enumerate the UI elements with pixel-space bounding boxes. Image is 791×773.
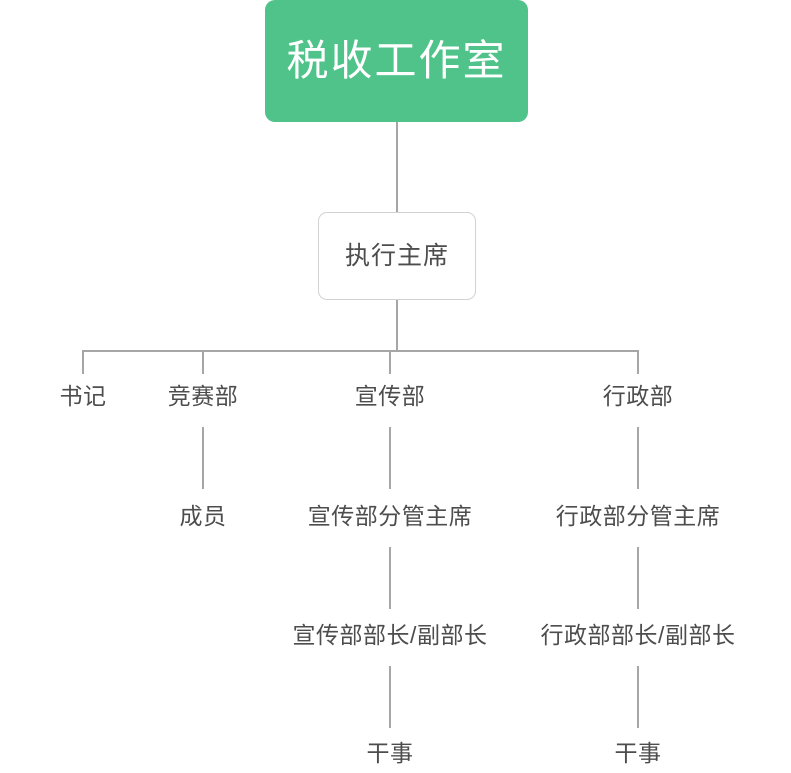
- node-publicity-director[interactable]: 宣传部部长/副部长: [293, 618, 488, 652]
- connector-competition-to-member: [202, 427, 204, 489]
- node-admin-supervising-chair[interactable]: 行政部分管主席: [556, 499, 721, 533]
- node-root-label: 税收工作室: [286, 37, 507, 84]
- node-publicity-staff-label: 干事: [366, 740, 414, 766]
- node-admin-dept-label: 行政部: [602, 383, 674, 409]
- node-publicity-dept-label: 宣传部: [354, 383, 426, 409]
- connector-level3-bus: [83, 350, 639, 352]
- node-admin-supervising-chair-label: 行政部分管主席: [555, 503, 721, 529]
- node-root-tax-studio[interactable]: 税收工作室: [265, 0, 528, 122]
- node-competition-dept[interactable]: 竞赛部: [168, 379, 239, 413]
- connector-publicity-chair-to-director: [389, 547, 391, 609]
- node-secretary[interactable]: 书记: [60, 379, 107, 413]
- node-admin-director-label: 行政部部长/副部长: [540, 622, 736, 648]
- node-admin-director[interactable]: 行政部部长/副部长: [541, 618, 736, 652]
- connector-bus-to-publicity-dept: [389, 350, 391, 374]
- connector-publicity-director-to-staff: [389, 666, 391, 728]
- connector-root-to-executive-chair: [396, 122, 398, 212]
- node-secretary-label: 书记: [59, 383, 107, 409]
- node-member[interactable]: 成员: [180, 499, 227, 533]
- node-publicity-supervising-chair-label: 宣传部分管主席: [307, 503, 473, 529]
- connector-publicity-to-supervising-chair: [389, 427, 391, 489]
- node-admin-staff-label: 干事: [614, 740, 662, 766]
- node-admin-staff[interactable]: 干事: [615, 736, 662, 770]
- node-member-label: 成员: [179, 503, 227, 529]
- node-executive-chair-label: 执行主席: [344, 241, 449, 270]
- connector-bus-to-admin-dept: [637, 350, 639, 374]
- node-publicity-dept[interactable]: 宣传部: [355, 379, 426, 413]
- node-publicity-staff[interactable]: 干事: [367, 736, 414, 770]
- node-competition-dept-label: 竞赛部: [167, 383, 239, 409]
- node-publicity-supervising-chair[interactable]: 宣传部分管主席: [308, 499, 473, 533]
- connector-executive-chair-down: [396, 300, 398, 351]
- node-admin-dept[interactable]: 行政部: [603, 379, 674, 413]
- connector-admin-to-supervising-chair: [637, 427, 639, 489]
- connector-bus-to-secretary: [82, 350, 84, 374]
- connector-admin-chair-to-director: [637, 547, 639, 609]
- connector-bus-to-competition-dept: [202, 350, 204, 374]
- connector-admin-director-to-staff: [637, 666, 639, 728]
- node-publicity-director-label: 宣传部部长/副部长: [292, 622, 488, 648]
- node-executive-chair[interactable]: 执行主席: [318, 212, 476, 300]
